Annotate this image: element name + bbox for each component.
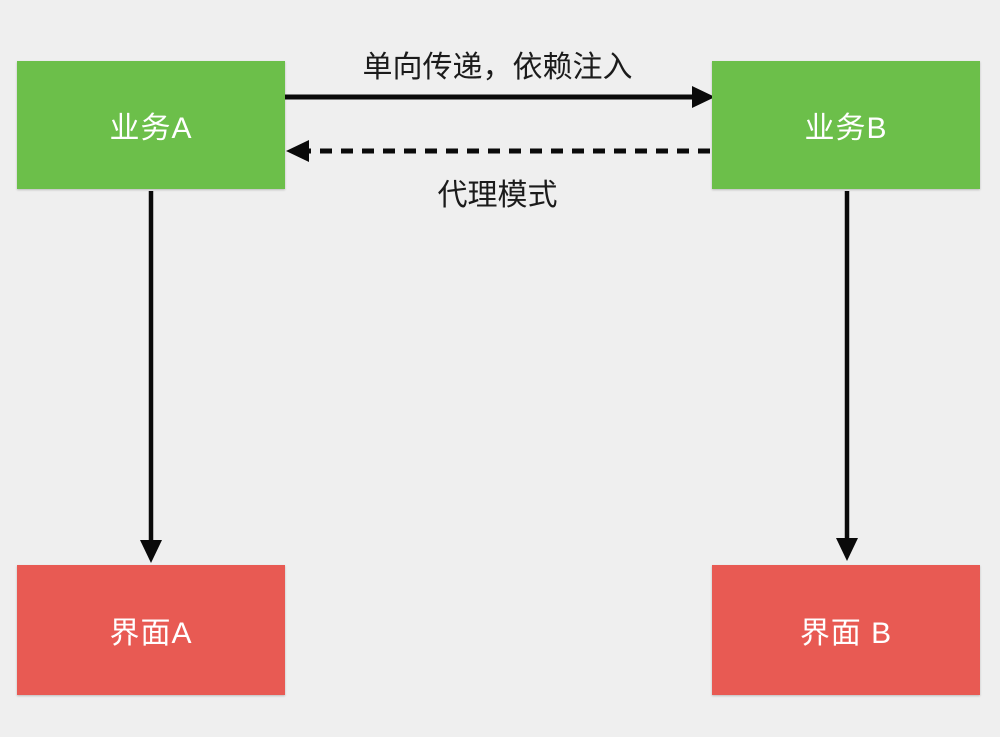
node-business-a: 业务A <box>17 61 285 189</box>
edge-label-dependency-injection: 单向传递，依赖注入 <box>362 51 633 84</box>
arrow-business-a-to-b <box>285 86 715 108</box>
edge-label-proxy-pattern: 代理模式 <box>437 179 558 212</box>
node-interface-b-label: 界面 B <box>799 617 893 650</box>
arrow-business-b-to-interface-b <box>836 191 858 561</box>
arrow-business-b-to-a-dashed <box>286 140 710 162</box>
node-business-b: 业务B <box>712 61 980 189</box>
node-business-b-label: 业务B <box>804 112 888 145</box>
node-interface-a: 界面A <box>17 565 285 695</box>
node-business-a-label: 业务A <box>109 112 193 145</box>
arrow-business-a-to-interface-a <box>140 191 162 563</box>
node-interface-a-label: 界面A <box>109 617 193 650</box>
node-interface-b: 界面 B <box>712 565 980 695</box>
